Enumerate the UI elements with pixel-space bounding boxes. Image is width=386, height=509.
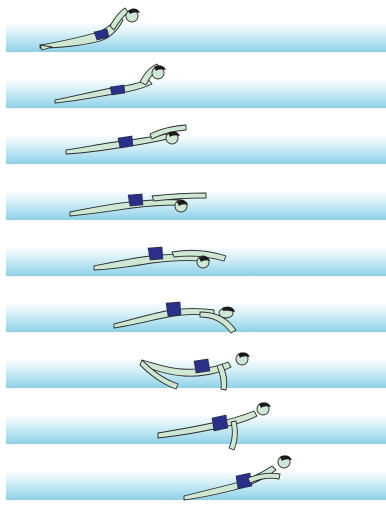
swimmer-trunks xyxy=(110,85,125,95)
swimmer-trunks xyxy=(212,415,228,431)
swimmer-trunks xyxy=(194,359,210,373)
swimmer-trunks xyxy=(166,302,181,316)
water-band xyxy=(6,78,386,108)
swimmer-trunks xyxy=(128,194,143,206)
swimmer-trunks xyxy=(148,247,163,260)
water-band xyxy=(6,302,386,332)
water-band xyxy=(6,134,386,164)
swimmer-trunks xyxy=(118,136,133,148)
